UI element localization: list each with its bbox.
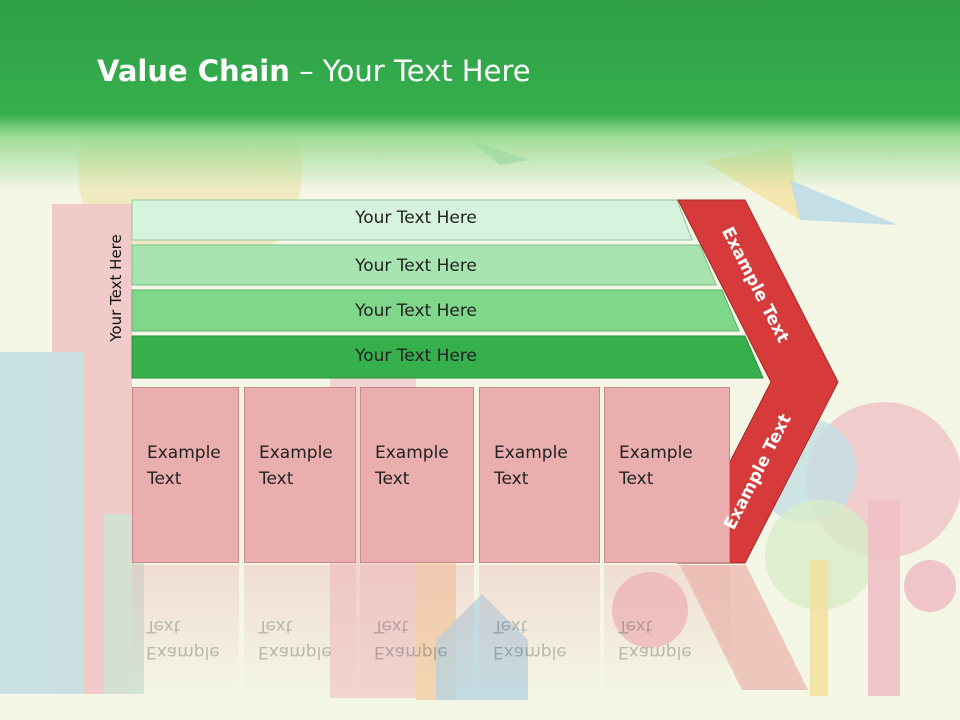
cell-line-1: Example (494, 443, 568, 463)
diagram-reflection (680, 565, 808, 690)
page-title: Value Chain – Your Text Here (97, 54, 531, 88)
chevron-arrow (677, 199, 839, 564)
band-3-label: Your Text Here (355, 301, 477, 321)
trunk-shape (868, 500, 900, 696)
activity-cell-3: Example Text (360, 387, 474, 563)
trunk-shape (810, 560, 828, 696)
activity-cell-1: Example Text (132, 387, 239, 563)
activity-cell-4: Example Text (479, 387, 600, 563)
activity-cell-5: Example Text (604, 387, 730, 563)
tree-shape (612, 572, 688, 648)
cell-line-2: Text (619, 469, 654, 489)
building-shape (0, 352, 84, 694)
cell-line-2: Text (375, 469, 410, 489)
title-bold: Value Chain (97, 54, 290, 88)
band-3 (131, 289, 740, 332)
tree-shape (765, 500, 875, 610)
cell-line-1: Example (259, 443, 333, 463)
band-4-label: Your Text Here (355, 346, 477, 366)
band-1 (131, 199, 693, 241)
title-rest: – Your Text Here (289, 54, 531, 88)
cell-line-2: Text (147, 469, 182, 489)
band-4 (131, 335, 764, 379)
cell-line-1: Example (619, 443, 693, 463)
band-2 (131, 244, 717, 286)
band-2-label: Your Text Here (355, 256, 477, 276)
cell-line-2: Text (494, 469, 529, 489)
tree-shape (904, 560, 956, 612)
cell-line-2: Text (259, 469, 294, 489)
header-bar (0, 0, 960, 190)
cell-line-1: Example (147, 443, 221, 463)
arrow-reflection (680, 565, 808, 690)
activity-cell-2: Example Text (244, 387, 356, 563)
band-1-label: Your Text Here (355, 208, 477, 228)
paper-bird-shape (790, 180, 898, 225)
cell-line-1: Example (375, 443, 449, 463)
house-shape (436, 594, 528, 700)
